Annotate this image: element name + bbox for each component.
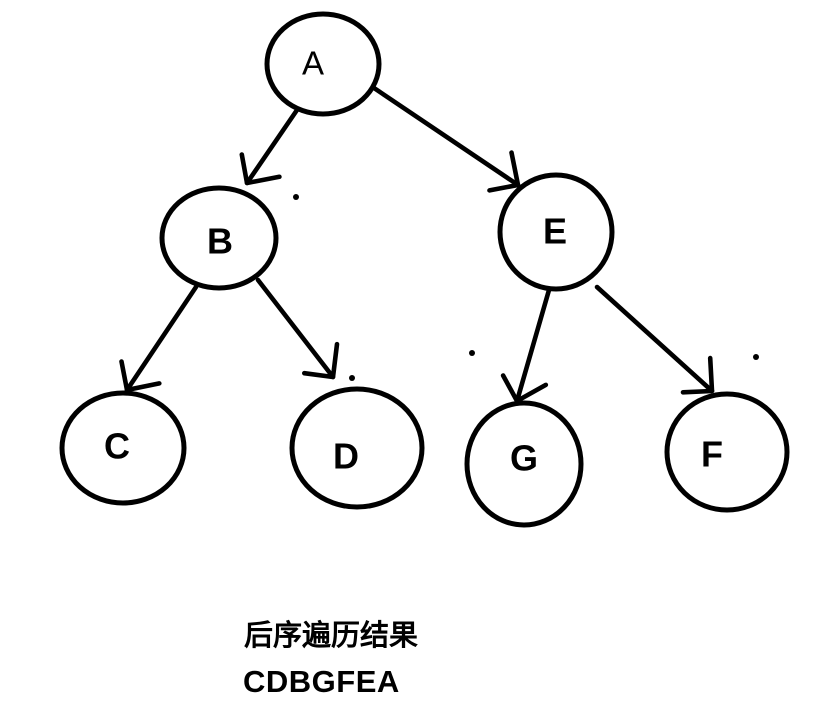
node-circle bbox=[59, 390, 187, 506]
edge-B-D bbox=[255, 277, 340, 380]
node-label: A bbox=[302, 45, 324, 82]
edge-line bbox=[594, 284, 715, 394]
tree-node-G: G bbox=[464, 400, 584, 528]
edge-line bbox=[124, 284, 199, 393]
tree-node-D: D bbox=[289, 386, 425, 510]
node-circle bbox=[264, 11, 382, 117]
node-circle bbox=[664, 391, 790, 513]
arrowhead-icon bbox=[302, 341, 340, 380]
edge-line bbox=[255, 277, 336, 380]
stray-ink-dot-0 bbox=[293, 194, 299, 200]
tree-node-E: E bbox=[497, 172, 615, 292]
stray-ink-dot-1 bbox=[349, 375, 355, 381]
node-label: D bbox=[333, 436, 359, 477]
caption-traversal-result: CDBGFEA bbox=[243, 664, 400, 699]
caption-traversal-type: 后序遍历结果 bbox=[244, 620, 419, 652]
edge-E-G bbox=[500, 287, 552, 404]
node-label: G bbox=[510, 438, 538, 479]
edge-E-F bbox=[594, 284, 715, 395]
edge-A-B bbox=[239, 107, 300, 186]
arrowhead-icon bbox=[487, 150, 521, 193]
stray-ink-dot-3 bbox=[753, 354, 759, 360]
edge-B-C bbox=[119, 284, 199, 393]
node-label: B bbox=[207, 221, 233, 262]
stray-ink-dot-2 bbox=[469, 350, 475, 356]
node-label: E bbox=[543, 211, 567, 252]
arrowhead-icon bbox=[680, 355, 715, 395]
node-circle bbox=[497, 172, 615, 292]
node-label: F bbox=[701, 434, 723, 475]
arrowhead-icon bbox=[239, 152, 282, 186]
tree-node-F: F bbox=[664, 391, 790, 513]
node-circle bbox=[159, 185, 279, 291]
edge-line bbox=[244, 107, 300, 186]
node-circle bbox=[464, 400, 584, 528]
tree-node-C: C bbox=[59, 390, 187, 506]
node-circle bbox=[289, 386, 425, 510]
edge-line bbox=[371, 85, 521, 188]
tree-node-B: B bbox=[159, 185, 279, 291]
arrowhead-icon bbox=[119, 359, 162, 393]
edge-line bbox=[514, 287, 552, 404]
tree-node-A: A bbox=[264, 11, 382, 117]
edge-A-E bbox=[371, 85, 521, 193]
node-label: C bbox=[104, 426, 130, 467]
